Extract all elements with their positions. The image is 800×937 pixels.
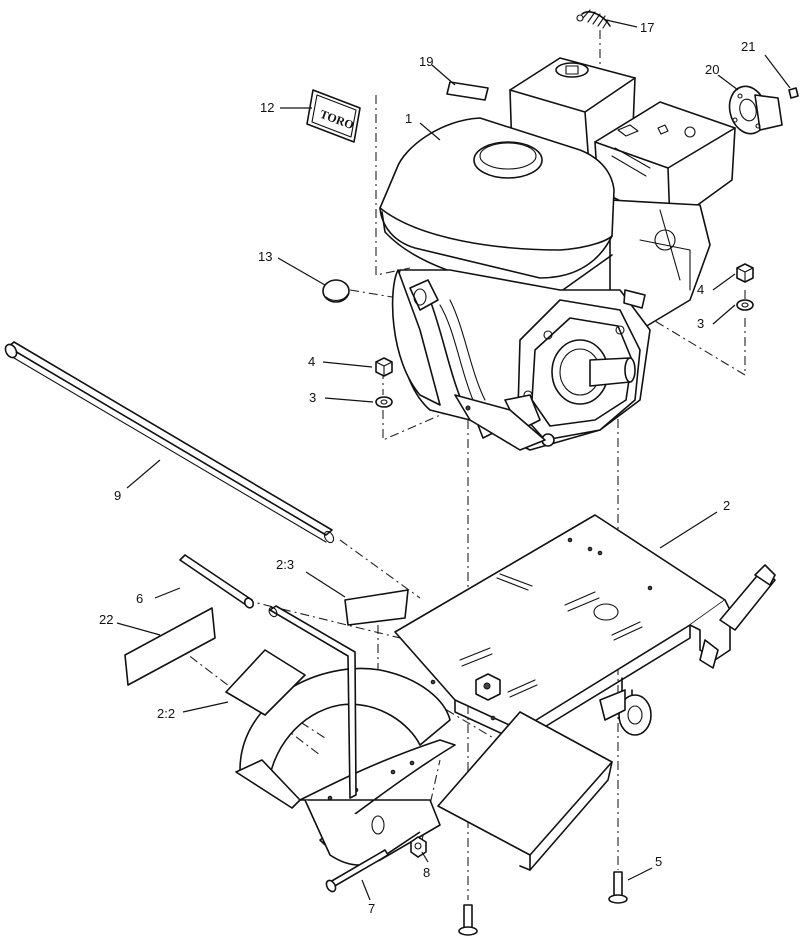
callout-7: 7 (368, 901, 375, 916)
nut-part-4-right (736, 263, 754, 283)
washer-part-3-left (375, 396, 393, 408)
belt-guard (235, 667, 456, 866)
callout-17: 17 (640, 20, 654, 35)
decal-part-2-2 (225, 649, 306, 716)
callout-5: 5 (655, 854, 662, 869)
callout-2-2: 2:2 (157, 706, 175, 721)
callout-21: 21 (741, 39, 755, 54)
lever-rod (268, 605, 357, 799)
callout-2-3: 2:3 (276, 557, 294, 572)
handle-tube-part-9 (4, 341, 335, 544)
callout-8: 8 (423, 865, 430, 880)
pivot-pin-part-6 (179, 554, 255, 609)
engine-part-1 (379, 57, 736, 451)
callout-20: 20 (705, 62, 719, 77)
plug-part-13 (322, 279, 350, 303)
callout-4-left: 4 (308, 354, 315, 369)
spring-part-17 (576, 9, 611, 29)
callout-2: 2 (723, 498, 730, 513)
washer-part-3-right (736, 299, 754, 311)
callout-13: 13 (258, 249, 272, 264)
callout-3-left: 3 (309, 390, 316, 405)
bolt-part-5b (608, 871, 628, 904)
callout-labels: 1 2 2:2 2:3 3 3 4 4 5 6 7 8 9 12 13 17 1… (99, 20, 755, 916)
callout-22: 22 (99, 612, 113, 627)
decal-part-22 (124, 607, 216, 686)
callout-1: 1 (405, 111, 412, 126)
callout-3-right: 3 (697, 316, 704, 331)
callout-6: 6 (136, 591, 143, 606)
leader-lines (116, 19, 791, 901)
bolt-part-7 (325, 849, 389, 893)
decal-part-19 (446, 81, 489, 101)
decal-part-2-3 (344, 589, 409, 626)
toro-logo-decal-part-12: TORO (306, 89, 361, 143)
base-plate-part-2 (394, 514, 776, 743)
nut-part-4-left (375, 357, 393, 377)
callout-19: 19 (419, 54, 433, 69)
bolt-part-5a (458, 904, 478, 936)
callout-4-right: 4 (697, 282, 704, 297)
callout-12: 12 (260, 100, 274, 115)
callout-9: 9 (114, 488, 121, 503)
screw-part-21 (788, 87, 799, 99)
flange-part-20 (728, 85, 783, 135)
skid-plate (437, 711, 613, 871)
